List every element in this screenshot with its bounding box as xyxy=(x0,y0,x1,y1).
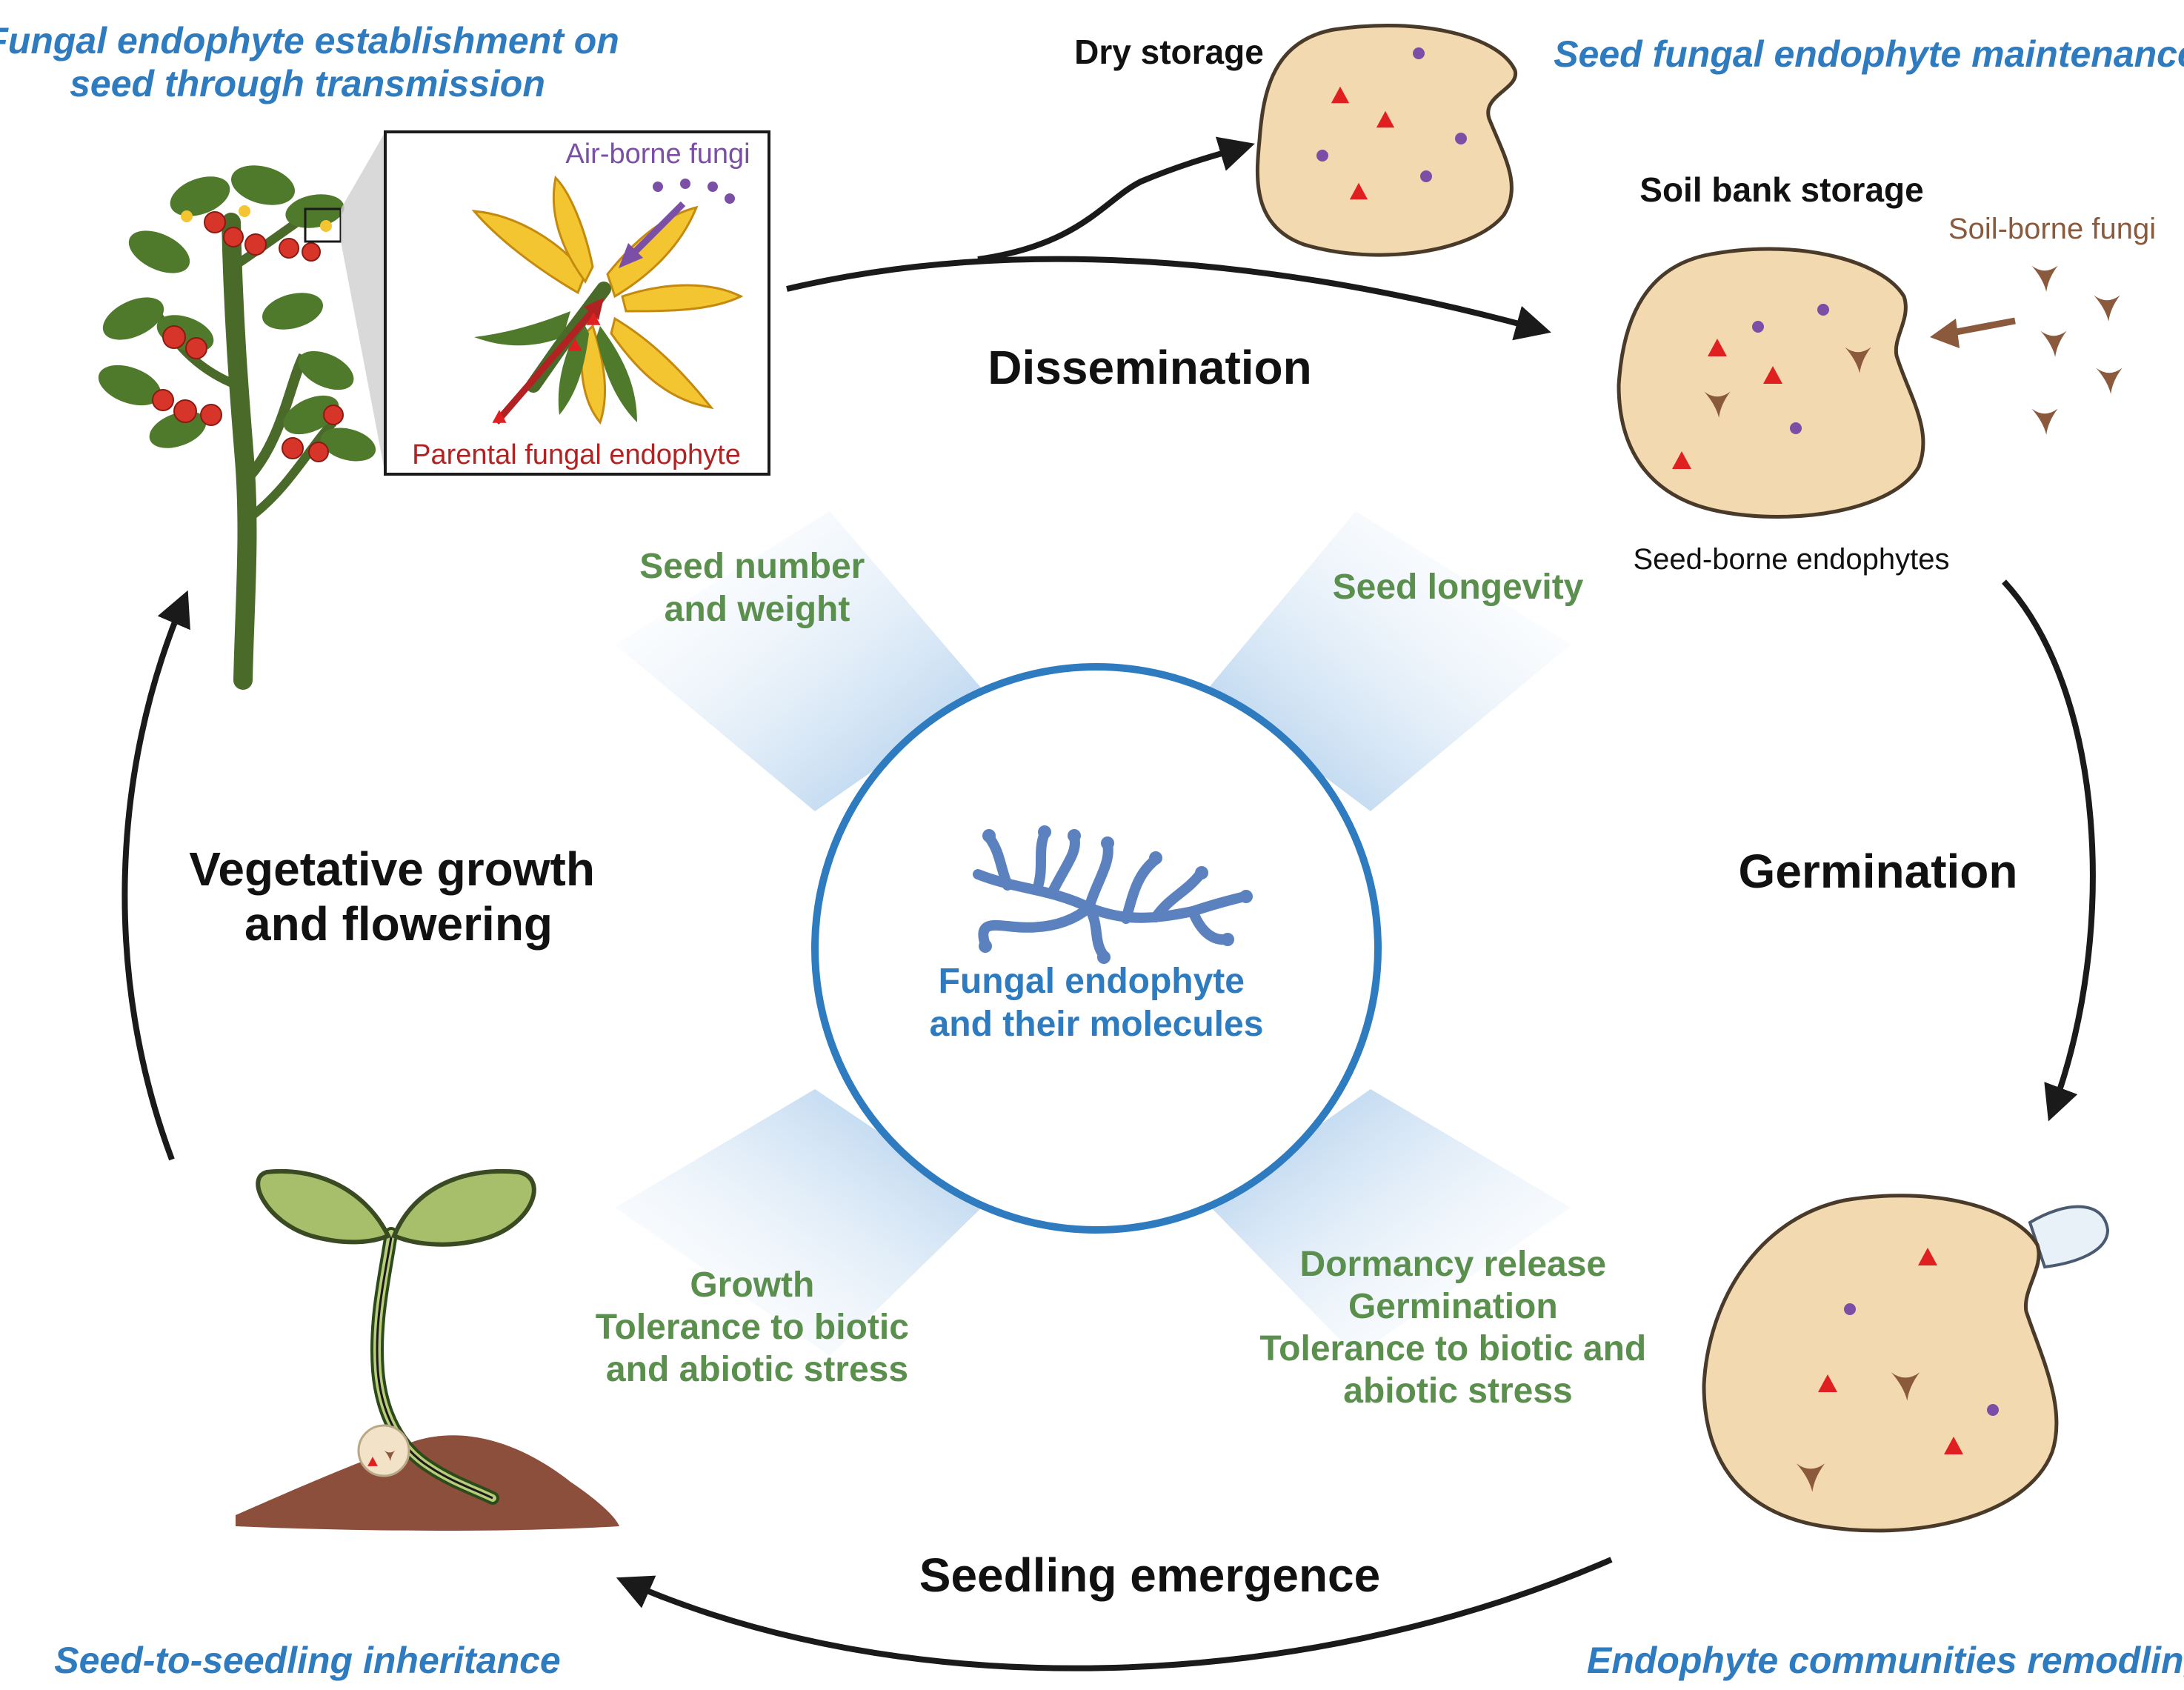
wedge-bottom-left xyxy=(615,1089,985,1356)
cotyledon-left xyxy=(256,1168,392,1245)
seed-borne-label: Seed-borne endophytes xyxy=(1634,543,1950,576)
spore-marker xyxy=(2040,330,2067,357)
vegetative-arrow xyxy=(121,590,190,1161)
zoom-cone xyxy=(341,132,385,474)
plant-branch xyxy=(245,419,337,522)
air-borne-arrow xyxy=(628,201,686,259)
effect-seed-longevity-line-1: Seed longevity xyxy=(1333,568,1584,607)
radicle-shape xyxy=(2028,1205,2110,1269)
seedling-illustration xyxy=(236,1168,619,1531)
spore-marker xyxy=(2031,408,2058,435)
phase-vegetative: Vegetative growth and flowering xyxy=(189,842,607,951)
leaf-cluster xyxy=(98,165,376,462)
wedge-top-left xyxy=(615,511,985,811)
phase-vegetative-line-2: and flowering xyxy=(244,897,553,951)
plant-stem xyxy=(222,213,257,690)
title-inheritance: Seed-to-seedling inheritance xyxy=(54,1640,560,1681)
title-establishment-line-2: seed through transmission xyxy=(70,63,545,104)
wedge-bottom-right xyxy=(1208,1089,1571,1356)
seedling-stem-line xyxy=(376,1237,493,1500)
title-remodeling: Endophyte communities remodling xyxy=(1587,1640,2184,1681)
dry-storage-arrow xyxy=(977,136,1255,262)
air-borne-arrowhead xyxy=(619,243,643,268)
fungus-dot xyxy=(1844,1303,1856,1315)
fungus-dot xyxy=(1455,133,1467,144)
phase-vegetative-line-1: Vegetative growth xyxy=(189,842,595,896)
air-borne-label: Air-borne fungi xyxy=(565,139,750,170)
dry-storage-seed xyxy=(1255,24,1518,257)
title-establishment-line-1: Fungal endophyte establishment on xyxy=(0,20,619,61)
tomato-fruits xyxy=(152,211,344,462)
effect-growth-line-2: Tolerance to biotic xyxy=(596,1308,909,1347)
seed-shape xyxy=(1702,1194,2059,1533)
wedge-top-right xyxy=(1208,511,1571,811)
parental-arrow xyxy=(493,309,596,425)
soil-fungi-arrow xyxy=(1948,317,2016,337)
flower-sepals xyxy=(474,311,637,422)
effect-growth: Growth Tolerance to biotic and abiotic s… xyxy=(596,1265,919,1389)
center-label: Fungal endophyte and their molecules xyxy=(930,962,1264,1044)
fungus-dot xyxy=(1413,47,1425,59)
effect-growth-line-1: Growth xyxy=(690,1265,814,1305)
effect-seed-number-line-2: and weight xyxy=(665,590,850,629)
effect-seed-longevity: Seed longevity xyxy=(1333,568,1584,607)
parental-label: Parental fungal endophyte xyxy=(412,439,741,470)
effect-growth-line-3: and abiotic stress xyxy=(606,1350,908,1389)
effect-dormancy-line-4: abiotic stress xyxy=(1343,1371,1572,1411)
seed-shape xyxy=(1255,24,1518,257)
hyphae-nodes xyxy=(979,825,1253,964)
effect-dormancy-line-3: Tolerance to biotic and xyxy=(1259,1329,1646,1368)
soil-bank-label: Soil bank storage xyxy=(1639,170,1923,209)
soil-borne-label: Soil-borne fungi xyxy=(1948,213,2156,245)
tomato-flowers xyxy=(181,205,332,232)
seedling-emergence-arrow xyxy=(616,1557,1613,1671)
cotyledon-right xyxy=(391,1168,536,1247)
soil-fungi-arrowhead xyxy=(1930,319,1960,348)
effect-wedges xyxy=(615,511,1571,1356)
effect-dormancy-line-1: Dormancy release xyxy=(1300,1245,1607,1284)
fungus-dot xyxy=(1790,422,1802,434)
parental-arrowhead xyxy=(584,298,604,320)
germination-arrow xyxy=(2002,579,2096,1122)
fungus-dot xyxy=(1420,170,1432,182)
dry-storage-label: Dry storage xyxy=(1074,33,1264,71)
seed-coat xyxy=(357,1424,410,1477)
soil-bank-seed xyxy=(1617,247,1925,519)
center-line-2: and their molecules xyxy=(930,1005,1264,1044)
germinating-seed xyxy=(1702,1194,2110,1533)
fungus-dot xyxy=(1817,304,1829,316)
tomato-plant xyxy=(98,165,376,690)
spore-marker xyxy=(2094,295,2120,322)
fungus-dot xyxy=(1316,150,1328,162)
effect-dormancy: Dormancy release Germination Tolerance t… xyxy=(1259,1245,1656,1411)
phase-dissemination: Dissemination xyxy=(988,341,1311,394)
plant-branch xyxy=(240,353,309,485)
center-line-1: Fungal endophyte xyxy=(939,962,1245,1001)
soil-borne-spores xyxy=(2031,265,2123,435)
effect-dormancy-line-2: Germination xyxy=(1348,1287,1558,1326)
air-borne-dots xyxy=(653,179,735,204)
fungus-dot xyxy=(1752,321,1764,333)
flower-zoom: Air-borne fungi Parental fungal endophyt… xyxy=(304,130,770,476)
title-maintenance: Seed fungal endophyte maintenance xyxy=(1554,33,2184,75)
effect-seed-number: Seed number and weight xyxy=(639,547,874,629)
soil-mound xyxy=(236,1435,619,1531)
effect-seed-number-line-1: Seed number xyxy=(639,547,865,586)
title-establishment: Fungal endophyte establishment on seed t… xyxy=(0,20,630,104)
cycle-arrows xyxy=(121,136,2096,1671)
spore-marker xyxy=(2031,265,2058,292)
dissemination-arrow xyxy=(786,256,1551,341)
fungus-dot xyxy=(1987,1404,1999,1416)
phase-germination: Germination xyxy=(1739,845,2018,898)
phase-seedling-emergence: Seedling emergence xyxy=(919,1548,1380,1602)
center-hub: Fungal endophyte and their molecules xyxy=(811,663,1382,1234)
spore-marker xyxy=(2096,367,2123,394)
